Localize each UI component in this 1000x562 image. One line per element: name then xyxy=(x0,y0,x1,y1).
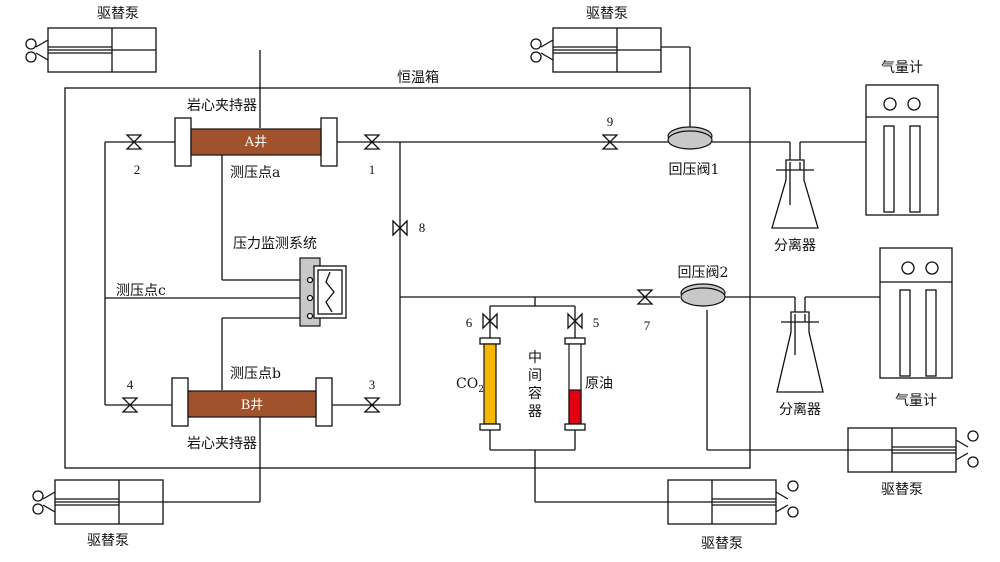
valve-6-number: 6 xyxy=(466,315,473,330)
gas-meter-1 xyxy=(865,84,939,216)
piping xyxy=(104,46,880,503)
label-gas-meter-1: 气量计 xyxy=(881,60,923,76)
valve-5-number: 5 xyxy=(593,315,600,330)
valve-2-number: 2 xyxy=(134,162,141,177)
valve-4-number: 4 xyxy=(127,377,134,392)
label-intermediate-container-3: 容 xyxy=(528,385,542,402)
crude-oil-container xyxy=(564,337,586,431)
gas-meter-2 xyxy=(879,247,953,379)
well-a-label: A井 xyxy=(244,135,267,150)
core-a xyxy=(190,128,322,156)
pump-bottom-center xyxy=(667,479,799,525)
label-pump-top-left: 驱替泵 xyxy=(97,6,139,22)
core-b xyxy=(187,390,317,418)
valve-3-number: 3 xyxy=(369,377,376,392)
oven-box xyxy=(64,87,751,469)
label-pump-bottom-left: 驱替泵 xyxy=(87,533,129,549)
label-separator-2: 分离器 xyxy=(779,401,821,418)
valve-7-number: 7 xyxy=(644,318,651,333)
core-holder-a: A井 xyxy=(174,117,338,167)
pump-top-left xyxy=(25,27,157,73)
label-back-pressure-valve-1: 回压阀1 xyxy=(669,162,720,178)
label-pressure-monitor: 压力监测系统 xyxy=(233,236,317,252)
separator-1 xyxy=(771,159,819,229)
label-intermediate-container-2: 间 xyxy=(528,368,542,384)
label-intermediate-container-1: 中 xyxy=(528,350,542,366)
label-crude-oil: 原油 xyxy=(585,376,613,392)
label-pressure-point-c: 测压点c xyxy=(116,283,166,299)
pump-top-right xyxy=(530,27,662,73)
label-intermediate-container-4: 器 xyxy=(528,404,542,420)
back-pressure-valve-2 xyxy=(680,283,726,307)
back-pressure-valve-1 xyxy=(667,126,713,150)
valve-9-number: 9 xyxy=(607,114,614,129)
separator-2 xyxy=(776,311,824,393)
label-pump-right: 驱替泵 xyxy=(881,482,923,498)
pressure-monitor xyxy=(299,257,347,327)
label-co2: CO2 xyxy=(456,376,484,395)
label-oven: 恒温箱 xyxy=(397,70,439,86)
label-gas-meter-2: 气量计 xyxy=(895,393,937,409)
pump-bottom-left xyxy=(32,479,164,525)
label-pressure-point-b: 测压点b xyxy=(230,366,281,382)
co2-container xyxy=(479,337,501,431)
label-pump-bottom-center: 驱替泵 xyxy=(701,536,743,552)
valve-1-number: 1 xyxy=(369,162,376,177)
well-b-label: B井 xyxy=(241,398,264,413)
valve-8-number: 8 xyxy=(419,220,426,235)
label-separator-1: 分离器 xyxy=(774,237,816,254)
core-holder-b: B井 xyxy=(171,377,333,427)
label-pressure-point-a: 测压点a xyxy=(230,165,280,181)
label-back-pressure-valve-2: 回压阀2 xyxy=(678,265,729,281)
label-core-holder-bottom: 岩心夹持器 xyxy=(187,436,257,452)
pump-right xyxy=(847,427,979,473)
label-core-holder-top: 岩心夹持器 xyxy=(187,98,257,114)
label-pump-top-right: 驱替泵 xyxy=(586,6,628,22)
